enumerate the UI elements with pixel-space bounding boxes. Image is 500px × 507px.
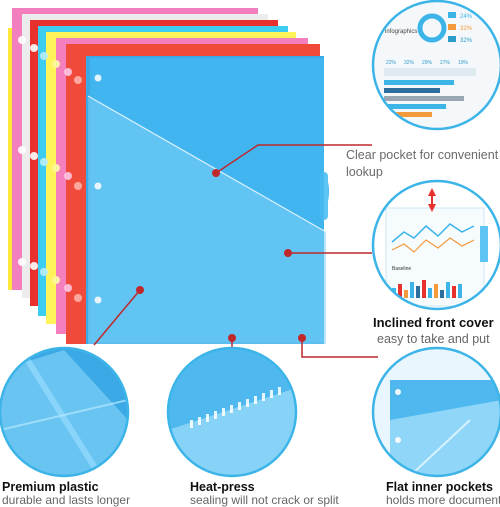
callout-dot-clear-pocket	[212, 169, 220, 177]
front-folder	[86, 56, 329, 344]
caption-inclined-cover-title: Inclined front cover	[373, 315, 494, 330]
caption-flat-pockets: Flat inner pockets holds more documents	[386, 481, 500, 507]
caption-clear-pocket: Clear pocket for convenient lookup	[346, 147, 498, 181]
caption-heat-press-title: Heat-press	[190, 480, 255, 494]
chart-inset-title: Baseline	[392, 266, 411, 272]
infographic-title: infographics	[385, 29, 417, 35]
infographic-column-3: 29%	[422, 60, 433, 66]
caption-premium-plastic-subtitle: durable and lasts longer	[2, 493, 131, 507]
binder-holes	[18, 36, 82, 302]
caption-clear-pocket-line2: lookup	[346, 165, 383, 179]
caption-flat-pockets-subtitle: holds more documents	[386, 493, 500, 507]
infographic-stat-1: 24%	[460, 14, 473, 20]
clear-pocket	[88, 96, 326, 344]
infographic-stat-3: 32%	[460, 38, 473, 44]
front-folder-holes	[94, 74, 102, 304]
callout-dot-premium	[136, 286, 144, 294]
callout-dot-heat-press	[228, 334, 236, 342]
caption-premium-plastic-title: Premium plastic	[2, 480, 99, 494]
caption-clear-pocket-line1: Clear pocket for convenient	[346, 148, 499, 162]
callout-dot-inclined-cover	[284, 249, 292, 257]
detail-circle-chart: Baseline	[371, 179, 500, 311]
infographic-stat-2: 32%	[460, 26, 473, 32]
caption-flat-pockets-title: Flat inner pockets	[386, 480, 493, 494]
infographic-column-1: 22%	[386, 60, 397, 66]
caption-inclined-cover-subtitle: easy to take and put	[377, 332, 490, 346]
seal-perforations	[190, 387, 281, 428]
infographic-column-2: 32%	[404, 60, 415, 66]
caption-inclined-cover: Inclined front cover easy to take and pu…	[373, 314, 494, 348]
detail-circle-heat-press	[166, 346, 298, 478]
up-arrow-icon	[428, 188, 436, 196]
caption-heat-press-subtitle: sealing will not crack or split	[190, 493, 339, 507]
infographic-ring	[417, 13, 447, 43]
detail-circle-infographic: infographics 24% 32% 32% 22% 32% 29% 27%…	[371, 0, 500, 131]
callout-dots	[136, 169, 306, 342]
infographic-column-4: 27%	[440, 60, 451, 66]
caption-premium-plastic: Premium plastic durable and lasts longer	[2, 481, 130, 507]
down-arrow-icon	[428, 204, 436, 212]
callout-dot-flat-pockets	[298, 334, 306, 342]
detail-circle-premium-plastic	[0, 346, 130, 478]
infographic-column-5: 19%	[458, 60, 469, 66]
caption-heat-press: Heat-press sealing will not crack or spl…	[190, 481, 339, 507]
detail-circle-flat-pockets	[371, 346, 500, 478]
